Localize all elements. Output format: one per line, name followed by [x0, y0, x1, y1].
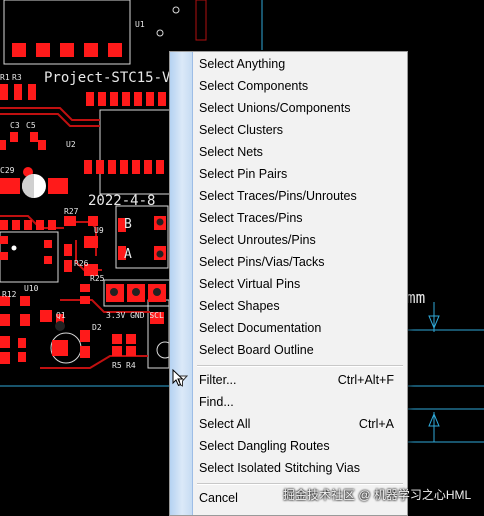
- date-label: 2022-4-8: [88, 193, 155, 209]
- designator: U9: [94, 226, 104, 235]
- designator: R27: [64, 207, 79, 216]
- menu-item-cancel[interactable]: Cancel: [170, 488, 407, 510]
- menu-item-label: Select Board Outline: [199, 343, 314, 357]
- menu-item-select-nets[interactable]: Select Nets: [170, 142, 407, 164]
- designator: R26: [74, 259, 89, 268]
- menu-item-label: Find...: [199, 395, 234, 409]
- designator: A: [124, 247, 132, 262]
- menu-item-label: Filter...: [199, 373, 237, 387]
- context-menu: Select Anything Select Components Select…: [169, 51, 408, 516]
- designator: R5: [112, 361, 122, 370]
- pin-label: 3.3V GND SCL: [106, 311, 164, 320]
- dimension-unit: mm: [406, 288, 425, 307]
- menu-item-select-traces-pins-unroutes[interactable]: Select Traces/Pins/Unroutes: [170, 186, 407, 208]
- menu-item-label: Select Dangling Routes: [199, 439, 330, 453]
- designator: R25: [90, 274, 105, 283]
- menu-item-select-unroutes-pins[interactable]: Select Unroutes/Pins: [170, 230, 407, 252]
- menu-item-label: Select Clusters: [199, 123, 284, 137]
- mouse-cursor-icon: [172, 369, 184, 387]
- menu-item-label: Select Documentation: [199, 321, 322, 335]
- menu-item-select-isolated-stitching-vias[interactable]: Select Isolated Stitching Vias: [170, 458, 407, 480]
- menu-item-select-virtual-pins[interactable]: Select Virtual Pins: [170, 274, 407, 296]
- designator: B: [124, 217, 132, 232]
- menu-icon-gutter: [170, 52, 193, 515]
- menu-item-select-documentation[interactable]: Select Documentation: [170, 318, 407, 340]
- designator: U2: [66, 140, 76, 149]
- menu-item-select-pin-pairs[interactable]: Select Pin Pairs: [170, 164, 407, 186]
- designator: C29: [0, 166, 15, 175]
- menu-item-select-anything[interactable]: Select Anything: [170, 54, 407, 76]
- menu-separator: [197, 483, 403, 485]
- menu-item-label: Select Pins/Vias/Tacks: [199, 255, 325, 269]
- menu-item-shortcut: Ctrl+Alt+F: [337, 373, 394, 387]
- menu-item-label: Select Nets: [199, 145, 263, 159]
- designator: R12: [2, 290, 17, 299]
- designator: U10: [24, 284, 39, 293]
- menu-item-label: Select Components: [199, 79, 309, 93]
- menu-item-label: Select Unions/Components: [199, 101, 351, 115]
- designator: R1: [0, 73, 10, 82]
- menu-item-filter[interactable]: Filter... Ctrl+Alt+F: [170, 370, 407, 392]
- menu-item-shortcut: Ctrl+A: [358, 417, 394, 431]
- menu-item-select-traces-pins[interactable]: Select Traces/Pins: [170, 208, 407, 230]
- designator: C3: [10, 121, 20, 130]
- menu-item-select-clusters[interactable]: Select Clusters: [170, 120, 407, 142]
- designator: R3: [12, 73, 22, 82]
- watermark: 掘金技术社区 @ 机器学习之心HML: [283, 488, 472, 502]
- menu-item-label: Select Virtual Pins: [199, 277, 301, 291]
- menu-separator: [197, 365, 403, 367]
- menu-item-label: Select Anything: [199, 57, 286, 71]
- designator: U1: [135, 20, 145, 29]
- designator: Q1: [56, 311, 66, 320]
- designator: D2: [92, 323, 102, 332]
- menu-item-label: Cancel: [199, 491, 238, 505]
- designator: R4: [126, 361, 136, 370]
- menu-item-find[interactable]: Find...: [170, 392, 407, 414]
- menu-item-select-shapes[interactable]: Select Shapes: [170, 296, 407, 318]
- menu-item-select-unions-components[interactable]: Select Unions/Components: [170, 98, 407, 120]
- menu-item-select-dangling-routes[interactable]: Select Dangling Routes: [170, 436, 407, 458]
- menu-item-select-board-outline[interactable]: Select Board Outline: [170, 340, 407, 362]
- menu-item-select-all[interactable]: Select All Ctrl+A: [170, 414, 407, 436]
- menu-item-label: Select Traces/Pins: [199, 211, 303, 225]
- menu-item-label: Select Pin Pairs: [199, 167, 288, 181]
- menu-item-label: Select Isolated Stitching Vias: [199, 461, 360, 475]
- menu-item-select-components[interactable]: Select Components: [170, 76, 407, 98]
- menu-item-label: Select Unroutes/Pins: [199, 233, 316, 247]
- designator: C5: [26, 121, 36, 130]
- menu-item-label: Select Shapes: [199, 299, 280, 313]
- menu-item-label: Select All: [199, 417, 251, 431]
- menu-item-select-pins-vias-tacks[interactable]: Select Pins/Vias/Tacks: [170, 252, 407, 274]
- project-label: Project-STC15-V: [44, 70, 171, 86]
- menu-item-label: Select Traces/Pins/Unroutes: [199, 189, 357, 203]
